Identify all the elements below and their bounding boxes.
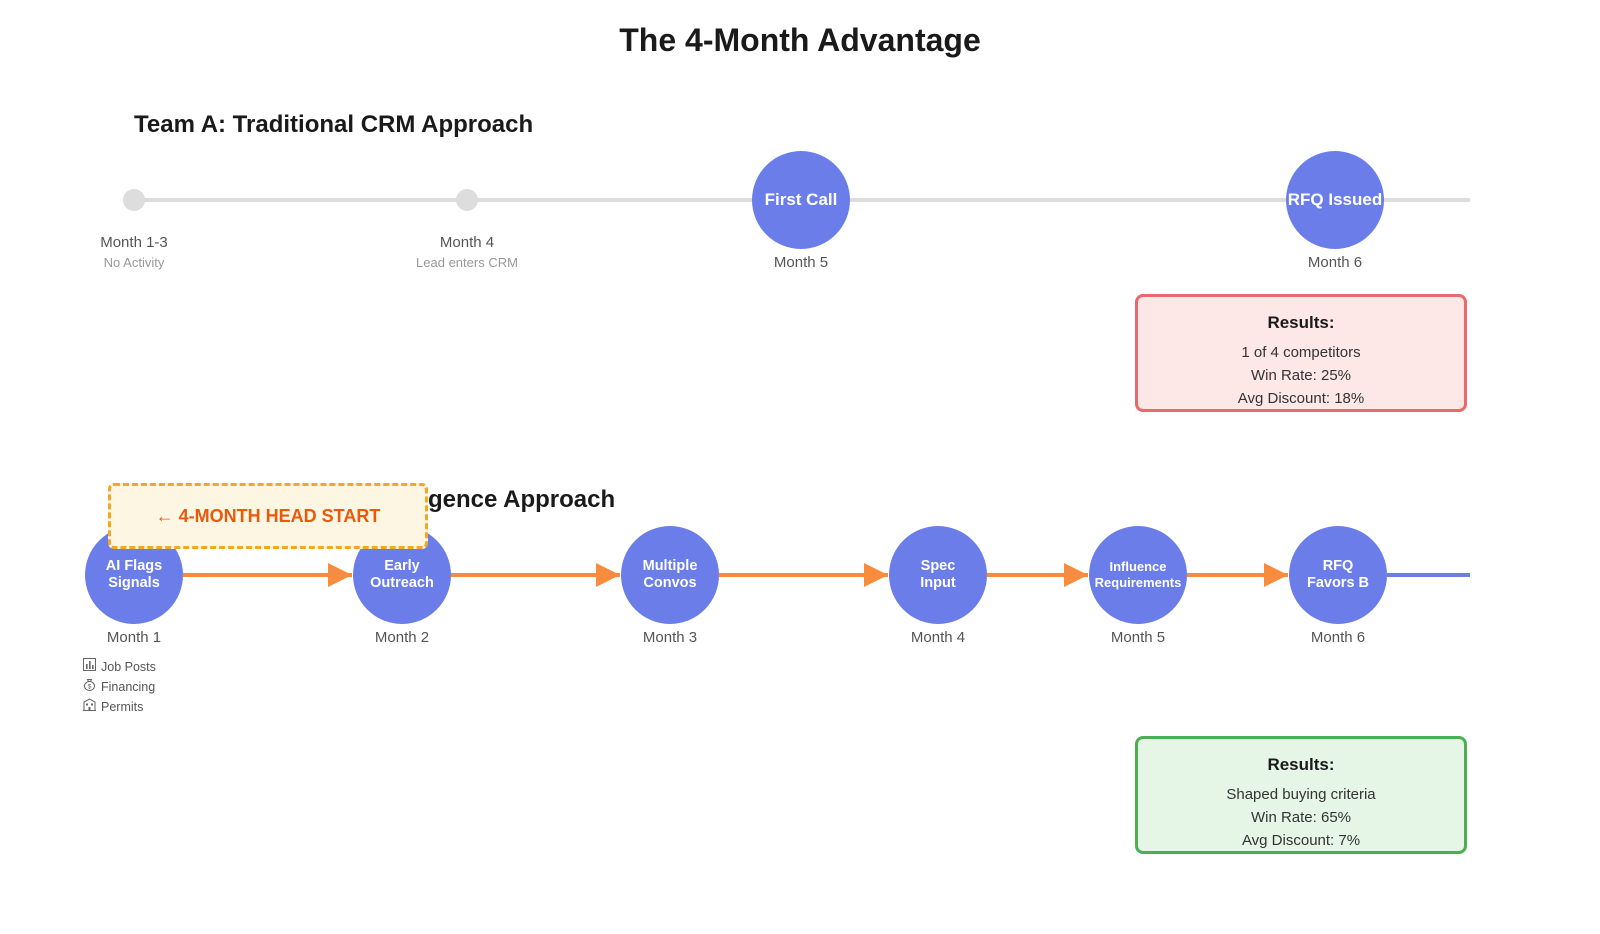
team-a-milestone-label: Month 1-3 — [100, 234, 168, 251]
signal-item: Permits — [82, 697, 156, 717]
results-title: Results: — [1267, 755, 1335, 774]
results-line: Shaped buying criteria — [1226, 786, 1376, 803]
results-line: Avg Discount: 18% — [1237, 390, 1365, 407]
bar-chart-icon — [82, 657, 97, 677]
results-line: 1 of 4 competitors — [1241, 344, 1361, 361]
results-line: Win Rate: 25% — [1250, 367, 1352, 384]
results-line: Avg Discount: 7% — [1241, 832, 1361, 849]
team-b-milestone-label: Month 1 — [106, 629, 162, 646]
building-icon — [82, 697, 97, 717]
money-bag-icon: $ — [82, 677, 97, 697]
team-a-results-box: Results: 1 of 4 competitors Win Rate: 25… — [1135, 294, 1467, 412]
team-a-milestone-label: Month 6 — [1307, 254, 1363, 271]
signal-item: Job Posts — [82, 657, 156, 677]
team-a-heading: Team A: Traditional CRM Approach — [134, 111, 534, 138]
team-a-node-rfq-issued: RFQ Issued — [1286, 151, 1384, 249]
signal-item: $ Financing — [82, 677, 156, 697]
team-a-milestone-dot — [456, 189, 478, 211]
team-b-node-multiple-convos: Multiple Convos — [621, 526, 719, 624]
team-b-milestone-label: Month 6 — [1310, 629, 1366, 646]
team-b-milestone-label: Month 4 — [910, 629, 966, 646]
results-title: Results: — [1267, 313, 1335, 332]
team-b-node-spec-input: Spec Input — [889, 526, 987, 624]
signal-label: Financing — [101, 680, 156, 694]
team-a-milestone-sub: No Activity — [103, 255, 165, 270]
team-b-milestone-label: Month 3 — [642, 629, 698, 646]
team-a-milestone-label: Month 4 — [439, 234, 495, 251]
team-b-milestone-label: Month 5 — [1110, 629, 1166, 646]
team-b-node-rfq-favors-b: RFQ Favors B — [1289, 526, 1387, 624]
signal-label: Permits — [101, 700, 144, 714]
team-b-milestone-label: Month 2 — [374, 629, 430, 646]
results-line: Win Rate: 65% — [1250, 809, 1352, 826]
team-b-signal-list: Job Posts $ Financing Permits — [82, 657, 156, 717]
team-b-heading: gence Approach — [428, 486, 616, 513]
team-a-milestone-label: Month 5 — [773, 254, 829, 271]
team-a-node-first-call: First Call — [752, 151, 850, 249]
team-b-results-box: Results: Shaped buying criteria Win Rate… — [1135, 736, 1467, 854]
team-b-node-influence-requirements: Influence Requirements — [1089, 526, 1187, 624]
team-a-milestone-sub: Lead enters CRM — [416, 255, 518, 270]
signal-label: Job Posts — [101, 660, 156, 674]
svg-text:$: $ — [88, 684, 92, 691]
diagram-title: The 4-Month Advantage — [619, 22, 981, 58]
head-start-callout: ← 4-MONTH HEAD START — [108, 483, 428, 549]
team-a-milestone-dot — [123, 189, 145, 211]
